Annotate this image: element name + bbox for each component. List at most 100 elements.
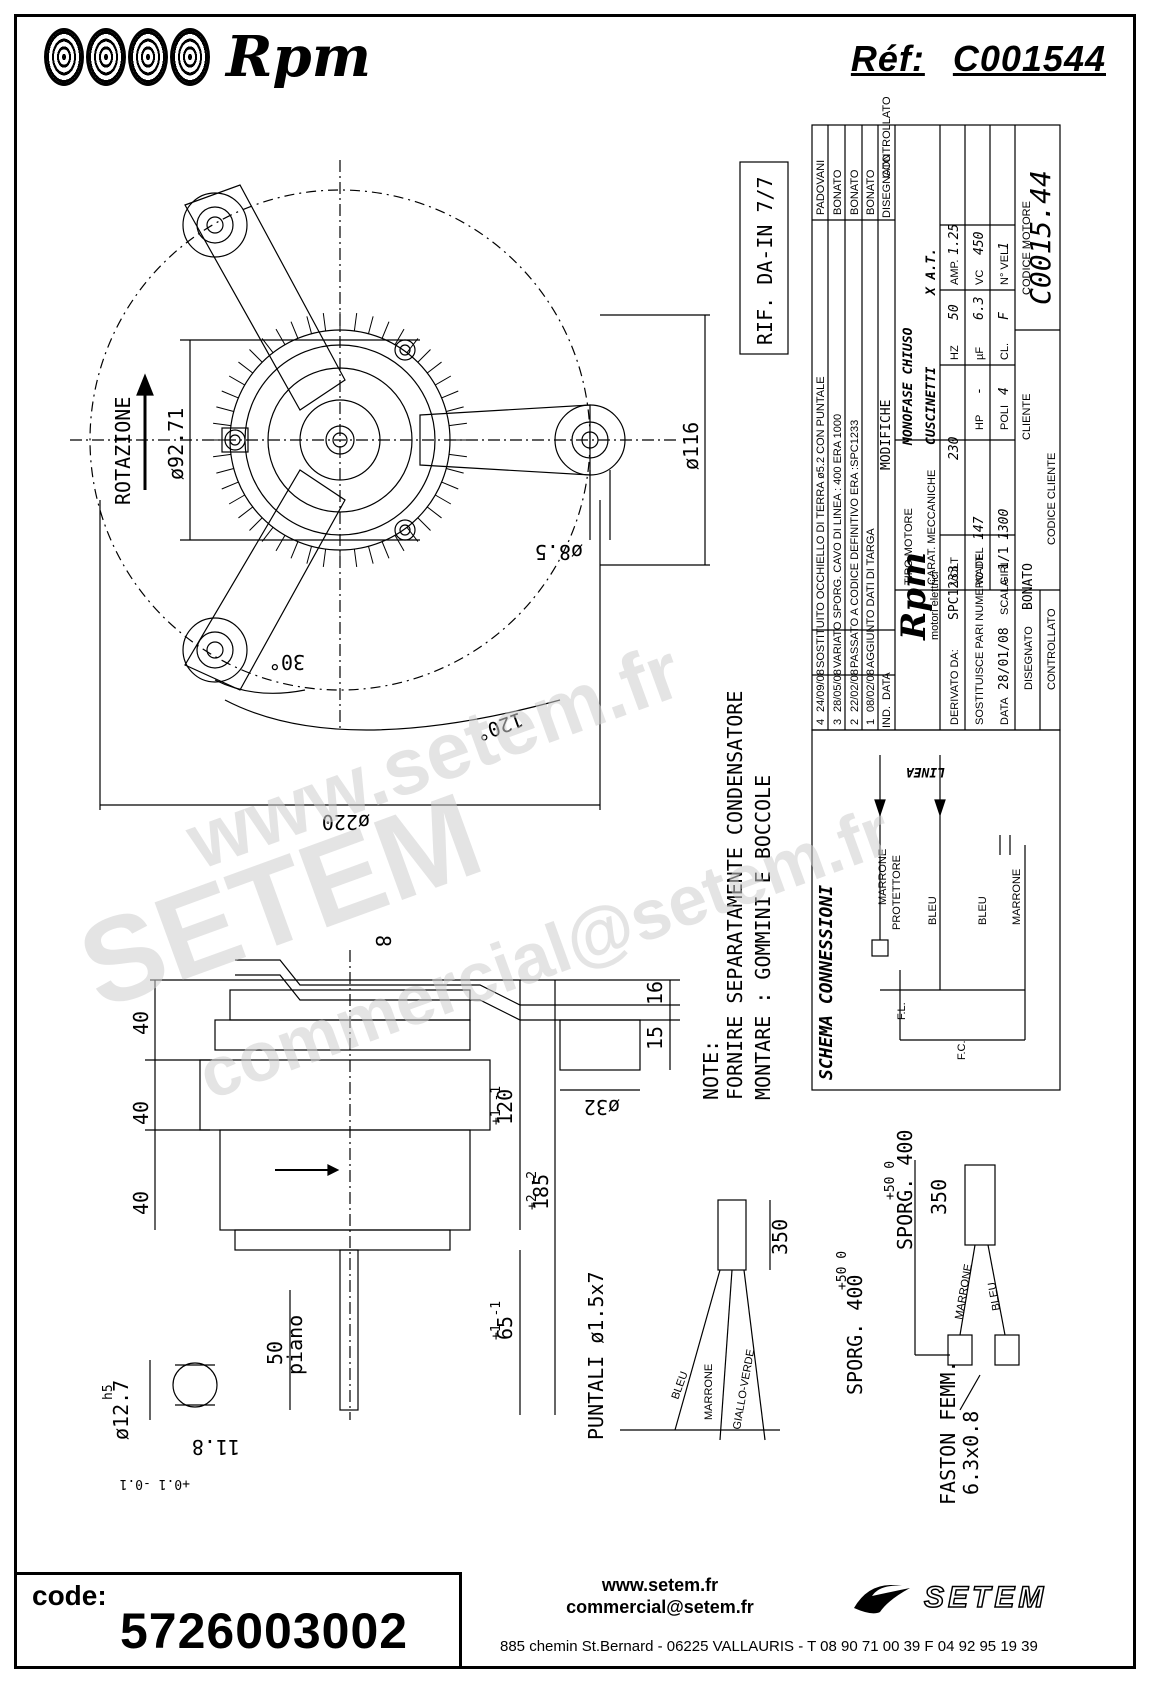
dim-tol185: +2 -2 xyxy=(525,1171,540,1210)
cooling-fin xyxy=(290,541,299,559)
cooling-fin xyxy=(322,548,327,567)
tb-scala: SCALA xyxy=(999,578,1011,615)
tb-giri-val: 1300 xyxy=(997,509,1012,540)
tb-derivato-val: SPC1233 xyxy=(947,565,962,620)
code-box xyxy=(16,1572,462,1667)
wire-left-350: 350 xyxy=(768,1219,792,1255)
wire-left-marrone: MARRONE xyxy=(703,1364,715,1420)
modification-n: 4 xyxy=(815,719,827,725)
schema-title: SCHEMA CONNESSIONI xyxy=(816,885,837,1080)
tb-data: DATA xyxy=(999,697,1011,725)
dim-tol65: +1 -1 xyxy=(489,1301,504,1340)
modification-n: 1 xyxy=(865,719,877,725)
wire-right-sporg-tol: +50 0 xyxy=(883,1161,898,1200)
cooling-fin xyxy=(216,406,234,413)
cooling-fin xyxy=(275,535,286,552)
cooling-fin xyxy=(394,328,405,345)
code-label: code: xyxy=(32,1580,107,1611)
cooling-fin xyxy=(216,467,234,474)
modification-date: 24/09/08 xyxy=(815,669,827,712)
modification-text: SOSTITUITO OCCHIELLO DI TERRA ø5.2 CON P… xyxy=(815,376,827,668)
modification-date: 28/05/08 xyxy=(832,669,844,712)
tb-sostituisce-val: - xyxy=(972,552,987,560)
tb-scala-val: 1/1 xyxy=(997,547,1012,570)
wire-right-sporg: SPORG. 400 xyxy=(893,1130,917,1250)
tb-amp: AMP. xyxy=(949,260,961,285)
drawing-frame xyxy=(14,14,1136,1669)
schema-linea: LINEA xyxy=(906,764,945,779)
cooling-fin xyxy=(446,467,464,474)
tb-giri: GIRI xyxy=(999,562,1011,585)
tb-poli-val: 4 xyxy=(997,387,1012,395)
modification-by: PADOVANI xyxy=(815,160,827,215)
notes-title: NOTE: xyxy=(699,1040,723,1100)
tb-company: Rpm xyxy=(894,552,934,641)
cooling-fin xyxy=(406,338,419,354)
cooling-fin xyxy=(353,313,358,332)
dim-d15: 15 xyxy=(643,1026,667,1050)
tb-uf-val: 6.3 xyxy=(972,297,987,320)
dim-d11_8: 11.8 xyxy=(192,1435,240,1459)
cooling-fin xyxy=(441,481,459,490)
dim-h185: 185 xyxy=(529,1174,553,1210)
dim-h65: 65 xyxy=(493,1316,517,1340)
modification-text: AGGIUNTO DATI DI TARGA xyxy=(865,528,877,668)
tb-company-sub: motori elettrici xyxy=(929,572,941,640)
notes-line1: FORNIRE SEPARATAMENTE CONDENSATORE xyxy=(723,691,747,1100)
coil-logo-icon xyxy=(44,28,210,86)
wire-faston: FASTON FEMM. xyxy=(936,1361,960,1506)
dim-d116: ø116 xyxy=(679,422,703,470)
cooling-fin xyxy=(221,390,239,399)
cooling-fin xyxy=(435,494,452,505)
tb-watt: WATT xyxy=(974,555,986,585)
tb-poli: POLI xyxy=(999,405,1011,430)
modification-by: BONATO xyxy=(849,169,861,215)
brand-name: Rpm xyxy=(226,24,371,90)
tb-vc: VC xyxy=(974,270,986,285)
setem-logo: SETEM xyxy=(850,1578,1047,1618)
tb-vc-val: 450 xyxy=(972,231,987,255)
wire-right-350: 350 xyxy=(927,1179,951,1215)
schema-marrone2: MARRONE xyxy=(1011,869,1023,925)
modification-n: 3 xyxy=(832,719,844,725)
cooling-fin xyxy=(213,422,232,427)
rpm-logo: Rpm xyxy=(44,28,371,86)
dim-tol120: +1 -1 xyxy=(489,1086,504,1125)
modification-date: 08/02/08 xyxy=(865,669,877,712)
cooling-fin xyxy=(448,422,467,427)
cooling-fin xyxy=(221,481,239,490)
tb-xat: X A.T. xyxy=(924,248,939,296)
cooling-fin xyxy=(367,316,374,334)
rotation-label: ROTAZIONE xyxy=(111,397,135,505)
tb-carat: CARAT. MECCANICHE xyxy=(926,470,938,585)
schema-fl: F.L. xyxy=(896,1002,908,1020)
tb-controllato: CONTROLLATO xyxy=(1046,608,1058,690)
cooling-fin xyxy=(306,546,313,564)
tb-watt-val: 147 xyxy=(972,516,987,540)
wire-left-sporg: SPORG. 400 xyxy=(843,1275,867,1395)
dim-piano: piano xyxy=(283,1315,307,1375)
cooling-fin xyxy=(394,535,405,552)
footer-email-link[interactable]: commercial@setem.fr xyxy=(566,1597,754,1617)
wire-left-sporg-tol: +50 0 xyxy=(835,1251,850,1290)
dim-h40b: 40 xyxy=(129,1101,153,1125)
footer-web-link[interactable]: www.setem.fr xyxy=(601,1575,719,1595)
tb-hz-val: 50 xyxy=(947,304,962,320)
tb-hp: HP xyxy=(974,415,986,430)
tb-cliente: CLIENTE xyxy=(1021,394,1033,440)
modification-date: 22/02/08 xyxy=(849,669,861,712)
cooling-fin xyxy=(381,541,390,559)
code-value: 5726003002 xyxy=(120,1603,409,1659)
modification-text: PASSATO A CODICE DEFINITIVO ERA :SPC1233 xyxy=(849,420,861,668)
cooling-fin xyxy=(290,321,299,339)
tb-hz: HZ xyxy=(949,345,961,360)
cooling-fin xyxy=(322,313,327,332)
wire-faston-size: 6.3x0.8 xyxy=(959,1411,983,1495)
tb-codice-motore-val: C0015.44 xyxy=(1024,170,1057,305)
footer-address: 885 chemin St.Bernard - 06225 VALLAURIS … xyxy=(500,1638,1038,1655)
tb-carat-val: CUSCINETTI xyxy=(924,367,939,445)
schema-bleu1: BLEU xyxy=(927,896,939,925)
ref-label: Réf: xyxy=(850,38,925,79)
cooling-fin xyxy=(228,494,245,505)
tb-volt: VOLT xyxy=(949,557,961,585)
